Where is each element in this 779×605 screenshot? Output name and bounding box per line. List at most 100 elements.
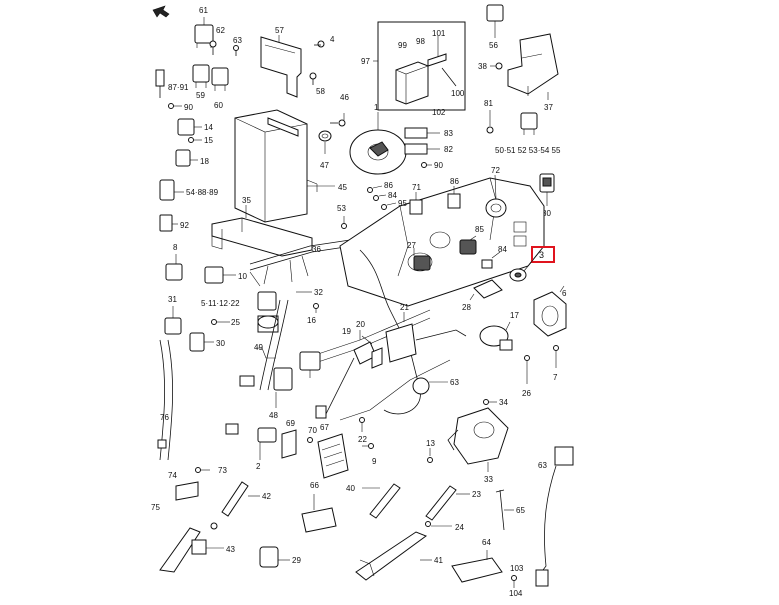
sensor-part-23 xyxy=(425,485,470,521)
arrow-icon xyxy=(152,5,170,18)
bracket-part-49 xyxy=(256,347,276,359)
screw-part-16 xyxy=(313,303,319,313)
callout-53: 53 xyxy=(337,204,346,213)
bracket-part-57 xyxy=(260,35,302,98)
pin-part-100 xyxy=(441,67,457,87)
callout-15: 15 xyxy=(204,136,213,145)
callout-17: 17 xyxy=(510,311,519,320)
switch-lever-part-20 xyxy=(315,330,377,419)
lock-cylinder-part-6 xyxy=(533,285,567,337)
sensor-part-63-right xyxy=(535,446,574,587)
callout-66: 66 xyxy=(310,481,319,490)
callout-34: 34 xyxy=(499,398,508,407)
relay-part-30 xyxy=(189,332,214,352)
ignition-part-3 xyxy=(509,259,534,282)
callout-82: 82 xyxy=(444,145,453,154)
callout-54-88-89: 54·88·89 xyxy=(186,188,219,197)
bracket-part-74 xyxy=(175,481,199,501)
nut-part-81 xyxy=(486,110,494,134)
callout-31: 31 xyxy=(168,295,177,304)
relay-part-32 xyxy=(257,291,312,311)
callout-58: 58 xyxy=(316,87,325,96)
callout-90: 90 xyxy=(184,103,193,112)
bolt-part-46 xyxy=(330,113,346,127)
callout-56: 56 xyxy=(489,41,498,50)
bracket-part-41 xyxy=(355,531,432,581)
callout-6: 6 xyxy=(562,289,567,298)
callout-18: 18 xyxy=(200,157,209,166)
relay-part-56 xyxy=(486,4,504,38)
callout-23: 23 xyxy=(472,490,481,499)
callout-63-top: 63 xyxy=(233,36,242,45)
grommet-part-47 xyxy=(318,130,332,154)
screw-part-4 xyxy=(314,40,325,48)
screw-part-73 xyxy=(195,467,210,473)
callout-101: 101 xyxy=(432,29,446,38)
relay-part-10 xyxy=(204,266,236,284)
callout-5-11-12-22: 5·11·12·22 xyxy=(201,299,240,308)
clip-part-76 xyxy=(157,439,167,449)
callout-70: 70 xyxy=(308,426,317,435)
callout-71: 71 xyxy=(412,183,421,192)
callout-86: 86 xyxy=(384,181,393,190)
callout-37: 37 xyxy=(544,103,553,112)
connector-part-87 xyxy=(155,69,165,98)
screw-part-34 xyxy=(483,399,497,405)
callout-49: 49 xyxy=(254,343,263,352)
callout-102: 102 xyxy=(432,108,446,117)
screw-part-25 xyxy=(211,319,230,325)
callout-63-mid: 63 xyxy=(450,378,459,387)
clockspring-part-1 xyxy=(349,112,407,175)
screw-part-63 xyxy=(233,45,239,56)
callout-87-91: 87·91 xyxy=(168,83,189,92)
callout-61: 61 xyxy=(199,6,208,15)
callout-85: 85 xyxy=(475,225,484,234)
relay-part-13 xyxy=(299,351,321,378)
screw-part-84 xyxy=(373,194,387,201)
sensor-part-40 xyxy=(362,483,401,519)
callout-67: 67 xyxy=(320,423,329,432)
switch-part-27 xyxy=(413,248,431,271)
callout-33: 33 xyxy=(484,475,493,484)
callout-73: 73 xyxy=(218,466,227,475)
screw-part-9b xyxy=(362,443,374,449)
callout-14: 14 xyxy=(204,123,213,132)
callout-13: 13 xyxy=(426,439,435,448)
callout-98: 98 xyxy=(416,37,425,46)
screw-part-13b xyxy=(427,448,433,463)
relay-part-14 xyxy=(177,118,202,136)
callout-2: 2 xyxy=(256,462,261,471)
buzzer-part-25b xyxy=(257,315,279,333)
switch-part-86b xyxy=(447,186,461,209)
switch-part-85 xyxy=(459,235,477,255)
callout-9: 9 xyxy=(372,457,377,466)
callout-72: 72 xyxy=(491,166,500,175)
callout-59: 59 xyxy=(196,91,205,100)
bracket-part-35 xyxy=(211,205,313,257)
screw-part-86 xyxy=(367,185,383,193)
lock-part-28 xyxy=(469,279,503,301)
callout-8: 8 xyxy=(173,243,178,252)
callout-21: 21 xyxy=(400,303,409,312)
callout-40: 40 xyxy=(346,484,355,493)
callout-32: 32 xyxy=(314,288,323,297)
clip-part-90 xyxy=(168,103,182,109)
callout-100: 100 xyxy=(451,89,465,98)
callout-3: 3 xyxy=(539,250,544,260)
callout-76: 76 xyxy=(160,413,169,422)
harness-part-36 xyxy=(249,239,353,287)
callout-45: 45 xyxy=(338,183,347,192)
callout-60: 60 xyxy=(214,101,223,110)
callout-74: 74 xyxy=(168,471,177,480)
screw-part-15 xyxy=(188,137,202,143)
callout-99: 99 xyxy=(398,41,407,50)
callout-57: 57 xyxy=(275,26,284,35)
highlighted-callout-3[interactable]: 3 xyxy=(531,246,555,263)
module-part-67 xyxy=(317,433,349,479)
relay-part-61 xyxy=(194,17,214,48)
callout-65: 65 xyxy=(516,506,525,515)
relay-part-31 xyxy=(164,306,182,335)
switch-part-80 xyxy=(539,173,555,206)
